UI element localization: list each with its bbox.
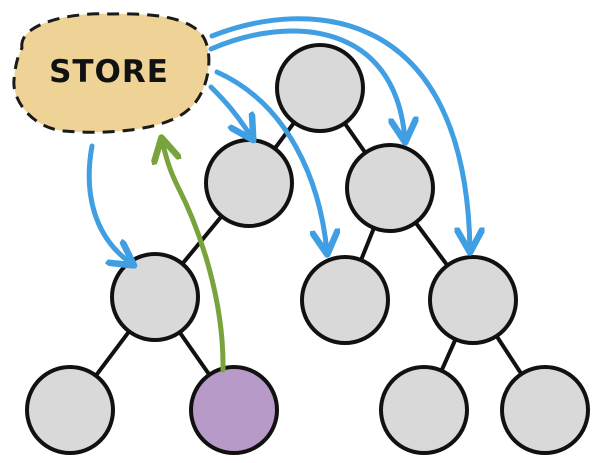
store-to-l-arrow xyxy=(208,84,252,138)
tree-node-left-left-right xyxy=(189,365,279,455)
tree-node-left-left xyxy=(110,252,200,342)
llr-to-store-arrow xyxy=(162,140,226,373)
tree-node-left xyxy=(204,138,294,228)
tree-edges xyxy=(68,86,547,412)
data-flow-arrows xyxy=(86,16,470,373)
store-to-ll-arrow xyxy=(86,143,132,264)
store-cloud: STORE xyxy=(12,12,211,134)
tree-node-right-right-right xyxy=(500,365,590,455)
tree-node-right-right-left xyxy=(379,365,469,455)
store-to-r-arrow xyxy=(208,28,405,140)
store-to-rr-arrow xyxy=(209,16,470,250)
tree-node-right xyxy=(345,143,435,233)
tree-node-right-left xyxy=(300,255,390,345)
tree-nodes xyxy=(25,43,590,455)
tree-node-root xyxy=(275,43,365,133)
tree-node-right-right xyxy=(428,255,518,345)
store-to-rl-arrow xyxy=(214,69,327,252)
store-label: STORE xyxy=(49,54,169,90)
tree-node-left-left-left xyxy=(25,365,115,455)
